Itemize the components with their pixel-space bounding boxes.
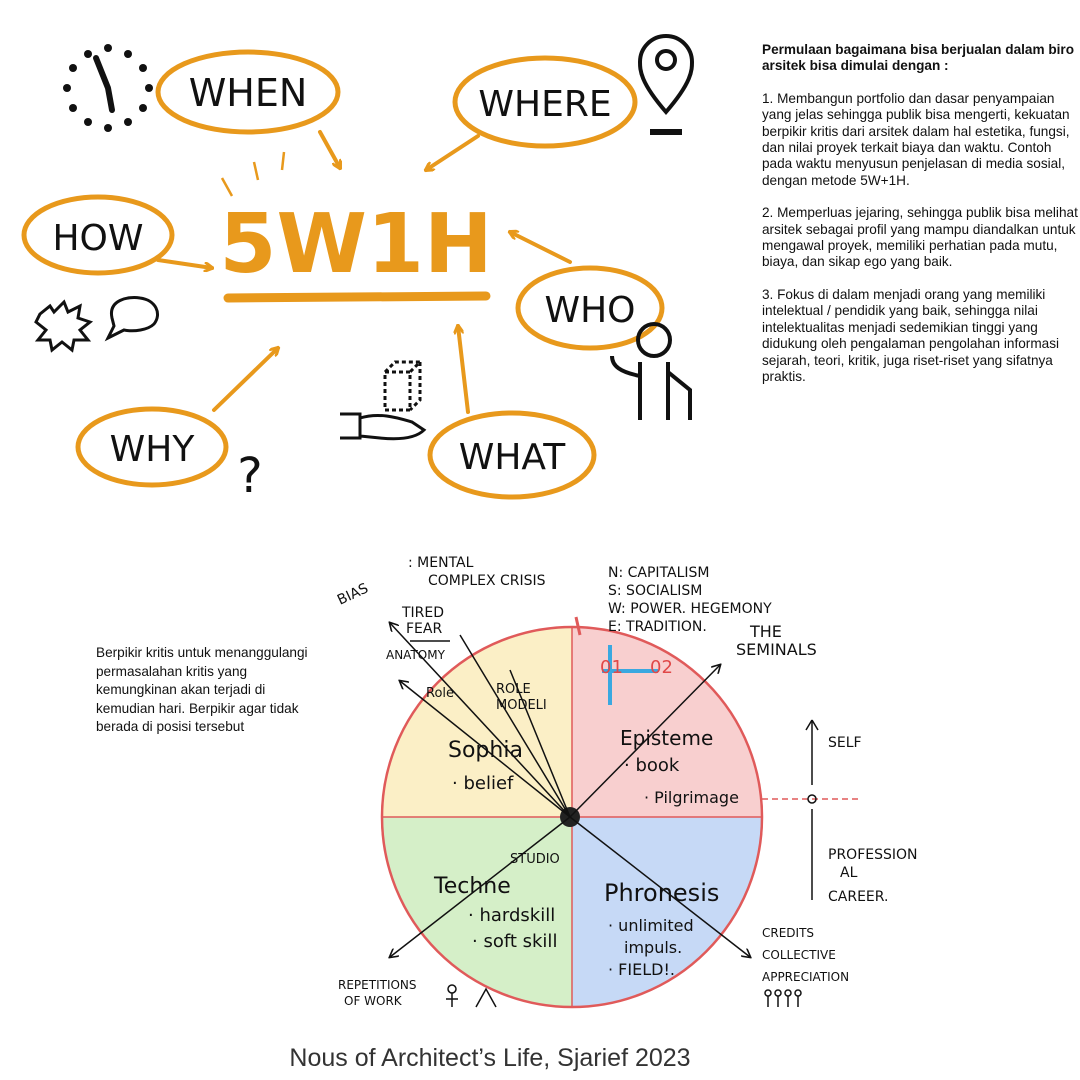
label-belief: · belief [452, 773, 514, 794]
figures-icon [446, 984, 802, 1008]
label-power: W: POWER. HEGEMONY [608, 601, 772, 617]
text-point-2: 2. Memperluas jejaring, sehingga publik … [762, 205, 1078, 270]
arrow-where [426, 134, 480, 170]
label-role-model-1: Role [426, 686, 454, 701]
label-bias: BIAS [335, 580, 371, 608]
label-unlimited: · unlimited [608, 916, 694, 935]
label-of-work: OF WORK [344, 994, 403, 1008]
speech-bubbles-icon [34, 296, 159, 353]
label-complex-crisis: COMPLEX CRISIS [428, 573, 546, 589]
side-note: Berpikir kritis untuk menanggulangi perm… [96, 645, 308, 735]
label-techne: Techne [433, 874, 511, 899]
where-label: WHERE [478, 84, 611, 125]
label-field: · FIELD!. [608, 960, 675, 979]
label-fear: FEAR [406, 621, 442, 637]
label-episteme: Episteme [620, 726, 713, 750]
what-label: WHAT [459, 437, 566, 478]
why-label: WHY [110, 429, 196, 470]
how-bubble: HOW [21, 194, 175, 276]
label-impulse: impuls. [624, 938, 682, 957]
label-professional: PROFESSION [828, 847, 917, 863]
question-mark: ? [237, 448, 262, 504]
what-bubble: WHAT [427, 410, 597, 500]
center-label: 5W1H [219, 197, 492, 292]
label-modeli: MODELI [496, 698, 547, 713]
text-point-1: 1. Membangun portfolio dan dasar penyamp… [762, 90, 1070, 188]
how-label: HOW [52, 218, 143, 259]
who-bubble: WHO [515, 265, 665, 351]
person-icon [610, 322, 692, 420]
arrow-why [212, 348, 278, 412]
label-hardskill: · hardskill [468, 905, 555, 926]
text-point-3: 3. Fokus di dalam menjadi orang yang mem… [762, 286, 1060, 384]
when-label: WHEN [189, 71, 308, 115]
arrow-when [318, 130, 342, 168]
label-tradition: E: TRADITION. [608, 619, 707, 635]
label-studio: STUDIO [510, 852, 560, 867]
label-pilgrimage: · Pilgrimage [644, 788, 739, 807]
label-appreciation: APPRECIATION [762, 970, 849, 984]
label-al: AL [840, 865, 858, 881]
clock-icon [63, 44, 153, 132]
center-5w1h: 5W1H [219, 151, 493, 303]
why-bubble: WHY [75, 406, 229, 488]
label-sophia: Sophia [448, 738, 523, 763]
when-bubble: WHEN [155, 49, 341, 135]
5w1h-diagram: WHEN WHERE HOW WHO WHY WHAT 5W1H [21, 34, 695, 504]
label-collective: COLLECTIVE [762, 948, 836, 962]
label-mental: : MENTAL [408, 555, 474, 571]
figure-caption: Nous of Architect’s Life, Sjarief 2023 [289, 1044, 691, 1072]
label-role-model-2: ROLE [496, 682, 531, 697]
who-label: WHO [544, 290, 635, 331]
label-anatomy: ANATOMY [386, 648, 446, 662]
label-tired: TIRED [401, 605, 444, 621]
nous-diagram: : MENTAL COMPLEX CRISIS BIAS TIRED FEAR … [335, 555, 917, 1009]
arrow-how [156, 258, 212, 268]
label-softskill: · soft skill [472, 931, 557, 952]
arrow-who [510, 232, 572, 264]
text-panel-heading: Permulaan bagaimana bisa berjualan dalam… [762, 42, 1075, 74]
label-career: CAREER. [828, 889, 888, 905]
label-credits: CREDITS [762, 926, 814, 940]
label-seminals: SEMINALS [736, 640, 817, 659]
label-phronesis: Phronesis [604, 879, 719, 907]
where-bubble: WHERE [452, 55, 638, 149]
arrow-what [458, 326, 470, 414]
label-capitalism: N: CAPITALISM [608, 565, 710, 581]
label-book: · book [624, 755, 680, 776]
label-q02: 02 [650, 657, 673, 678]
label-socialism: S: SOCIALISM [608, 583, 702, 599]
label-the: THE [749, 622, 782, 641]
label-self: SELF [828, 735, 862, 751]
label-repetitions: REPETITIONS [338, 978, 417, 992]
label-q01: 01 [600, 657, 623, 678]
location-pin-icon [637, 34, 695, 135]
text-panel: Permulaan bagaimana bisa berjualan dalam… [762, 42, 1080, 401]
hand-box-icon [340, 360, 427, 441]
